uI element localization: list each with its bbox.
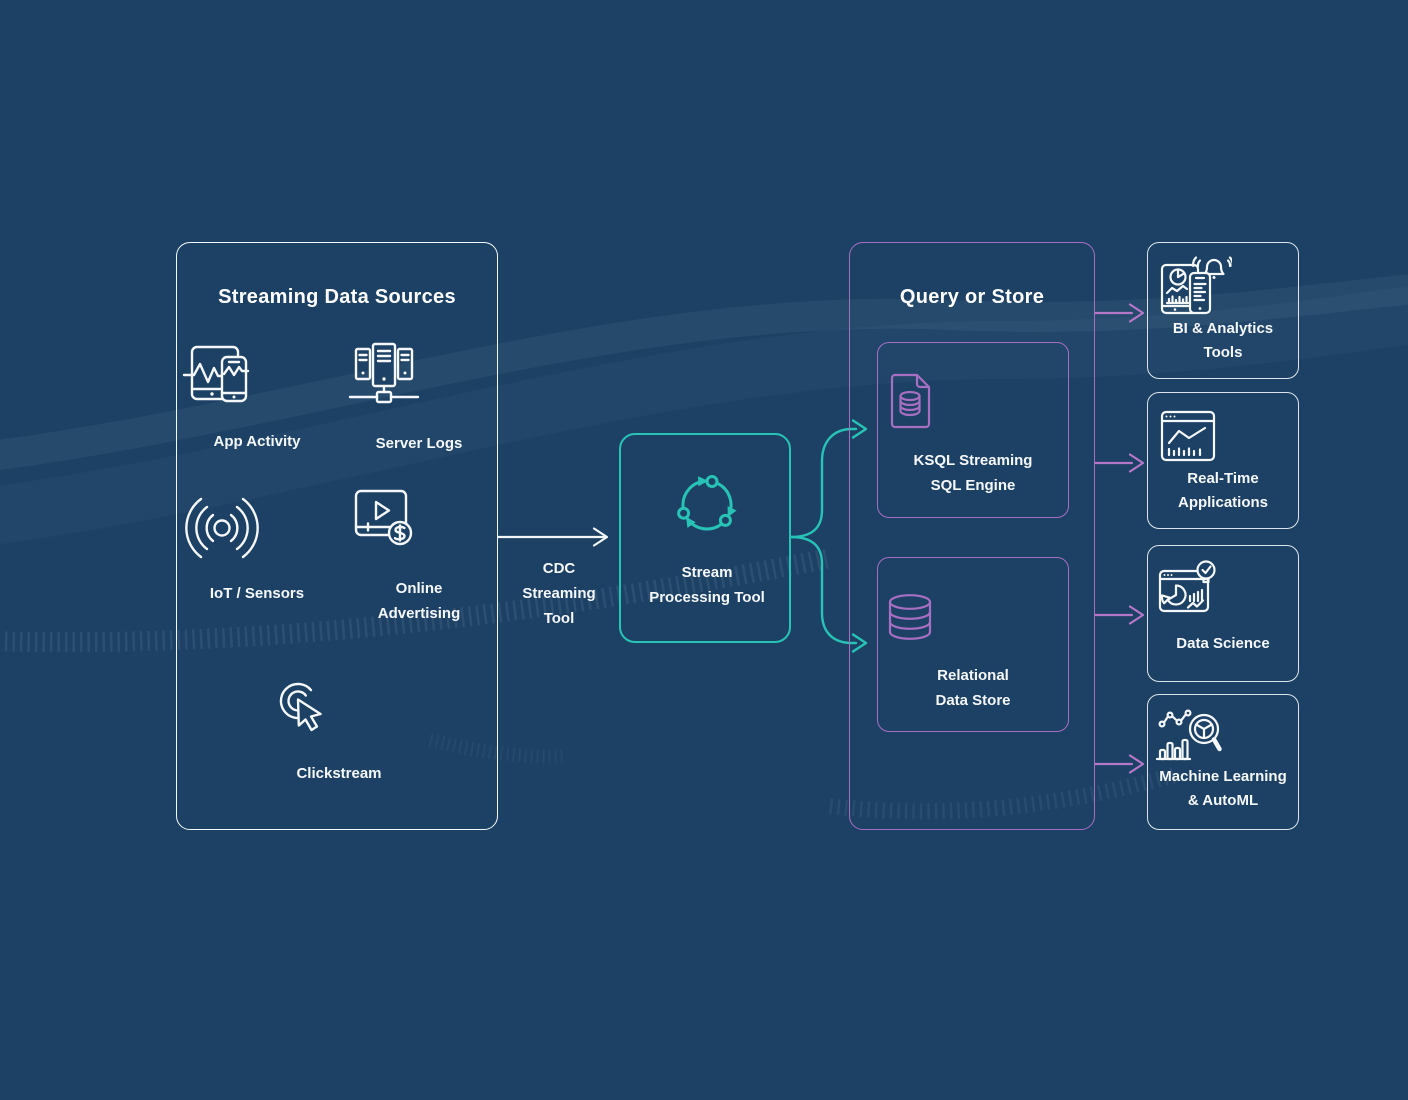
- stream-processing-tool-box: Stream Processing Tool: [619, 433, 791, 643]
- streaming-data-sources-panel: Streaming Data Sources App Activity: [176, 242, 498, 830]
- destination-arrows: [1093, 303, 1145, 774]
- relational-data-store-box: Relational Data Store: [877, 557, 1069, 732]
- realtime-applications-icon: [1148, 405, 1298, 467]
- destination-machine-learning-automl: Machine Learning& AutoML: [1147, 694, 1299, 830]
- online-advertising-icon: [344, 483, 494, 563]
- document-database-icon: [878, 369, 1068, 433]
- cdc-arrow: [496, 527, 609, 547]
- iot-sensors-icon: [182, 488, 332, 568]
- database-cylinder-icon: [878, 587, 1068, 651]
- stream-processing-label: Stream Processing Tool: [649, 564, 765, 606]
- relational-label: Relational Data Store: [935, 667, 1011, 709]
- ksql-label: KSQL Streaming SQL Engine: [913, 452, 1033, 494]
- destination-label: Machine Learning& AutoML: [1159, 768, 1287, 809]
- cycle-arrows-icon: [667, 465, 747, 545]
- data-science-icon: [1148, 558, 1298, 622]
- bi-analytics-icon: [1148, 255, 1298, 319]
- server-logs-icon: [344, 337, 494, 417]
- source-label: Clickstream: [296, 765, 382, 782]
- ksql-streaming-sql-engine-box: KSQL Streaming SQL Engine: [877, 342, 1069, 518]
- source-label: App Activity: [213, 433, 301, 450]
- sources-panel-title: Streaming Data Sources: [218, 285, 456, 308]
- app-activity-icon: [182, 337, 332, 417]
- source-item-clickstream: Clickstream: [264, 669, 414, 786]
- query-panel-title: Query or Store: [899, 285, 1045, 308]
- destination-label: Data Science: [1176, 635, 1270, 652]
- source-item-app-activity: App Activity: [182, 337, 332, 454]
- source-item-server-logs: Server Logs: [344, 337, 494, 456]
- source-item-iot-sensors: IoT / Sensors: [182, 488, 332, 606]
- clickstream-icon: [264, 669, 414, 749]
- source-label: Server Logs: [375, 435, 463, 452]
- source-label: IoT / Sensors: [209, 585, 305, 602]
- destination-data-science: Data Science: [1147, 545, 1299, 682]
- ml-automl-icon: [1148, 707, 1298, 769]
- cdc-streaming-tool-label: CDC Streaming Tool: [522, 560, 596, 627]
- query-or-store-panel: Query or Store KSQL Streaming SQL Engine: [849, 242, 1095, 830]
